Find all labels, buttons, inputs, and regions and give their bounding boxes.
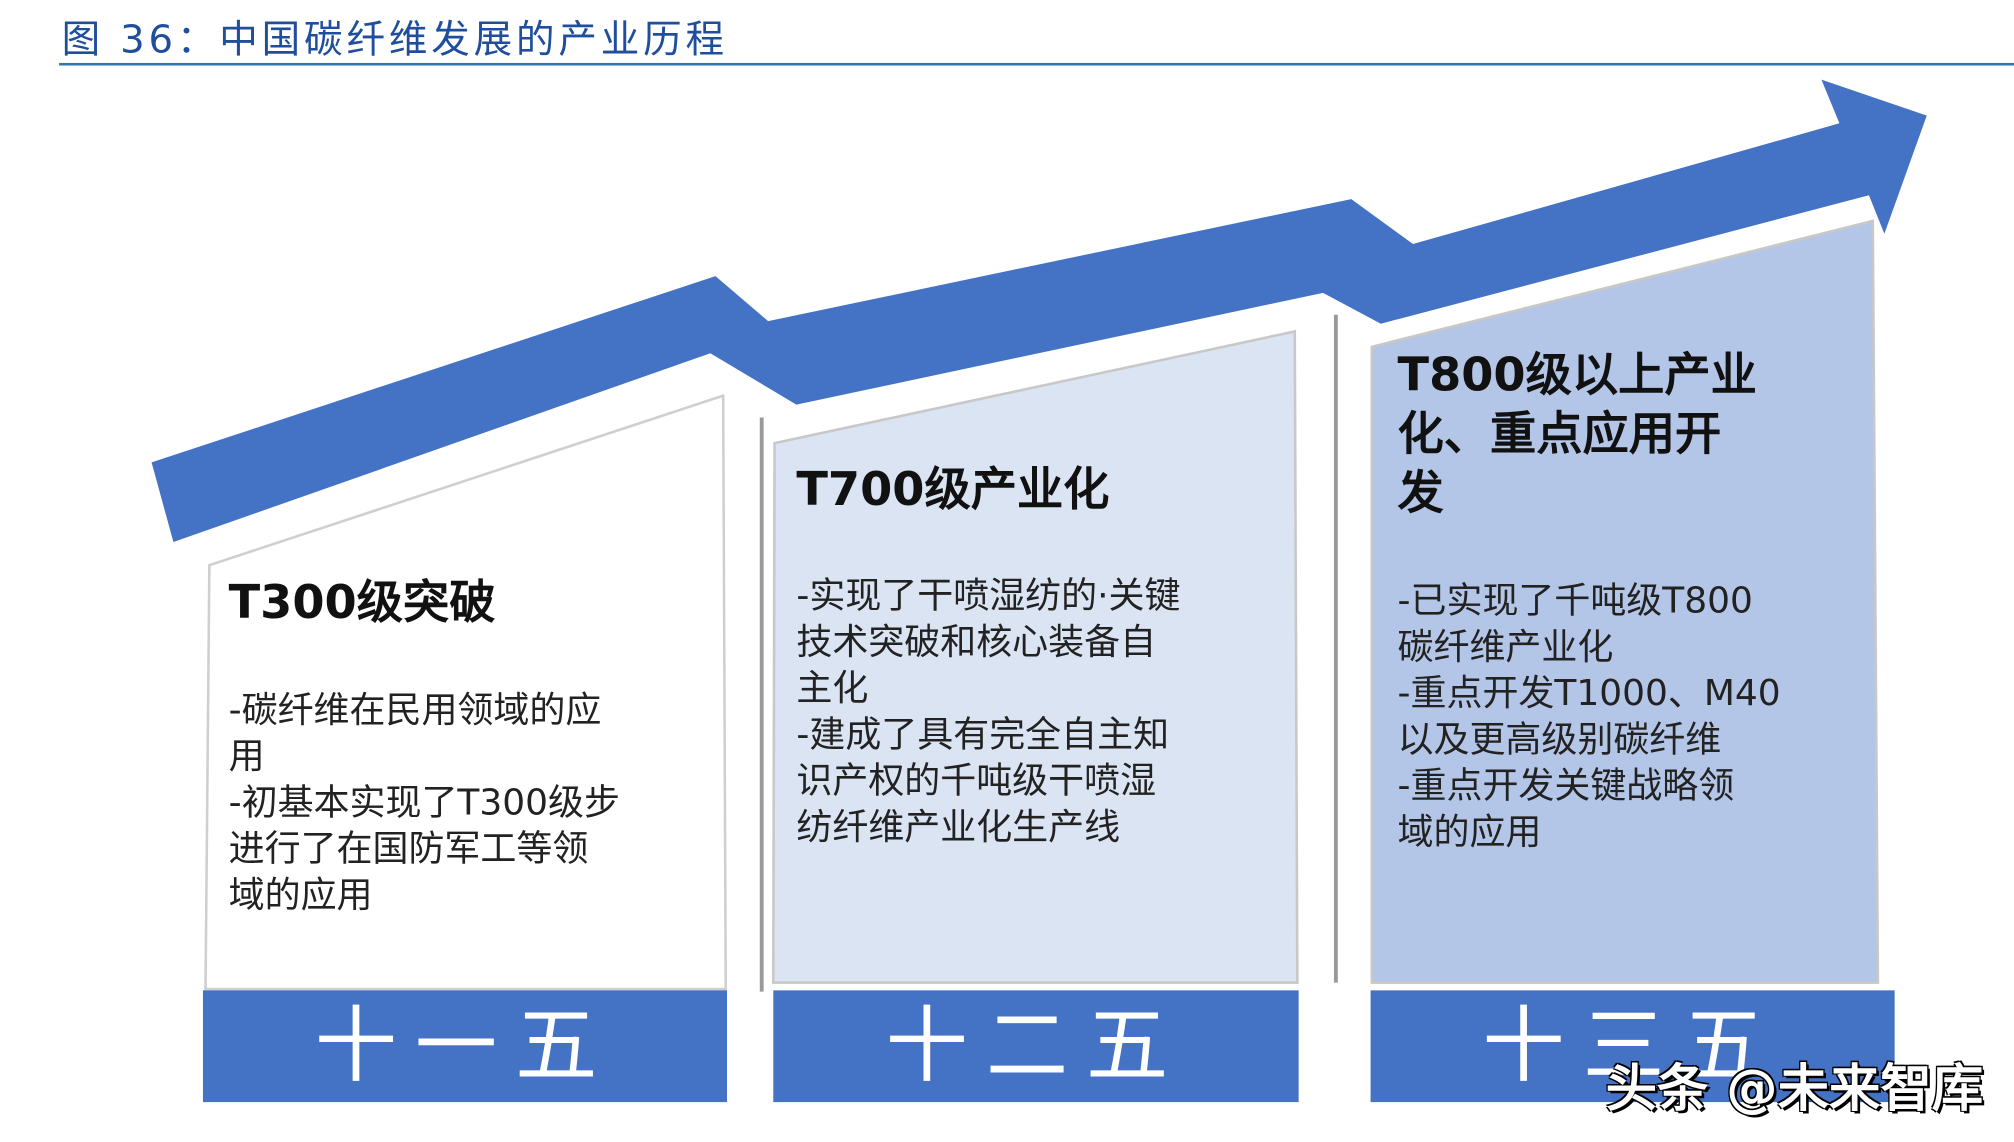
- stage-box-3: [1370, 219, 1880, 984]
- period-bar-1: [202, 990, 728, 1103]
- stage-2-body: -实现了干喷湿纺的·关键技术突破和核心装备自主化-建成了具有完全自主知识产权的千…: [796, 574, 1181, 848]
- stage-2-heading: T700级产业化: [796, 463, 1110, 517]
- period-bar-2: [773, 990, 1299, 1103]
- period-label-1: 十一五: [314, 999, 616, 1095]
- title-divider: [59, 62, 2014, 66]
- stage-1-body: -碳纤维在民用领域的应用-初基本实现了T300级步进行了在国防军工等领域的应用: [228, 688, 620, 916]
- period-label-2: 十二五: [885, 999, 1187, 1095]
- period-bar-3: [1370, 990, 1895, 1103]
- period-label-3: 十三五: [1482, 999, 1783, 1095]
- stage-box-1: [204, 393, 728, 991]
- stage-box-2: [771, 329, 1299, 984]
- stage-1-heading: T300级突破: [228, 576, 496, 630]
- figure-title: 图 36：中国碳纤维发展的产业历程: [61, 17, 728, 63]
- watermark: 头条 @未来智库: [1605, 1059, 1984, 1119]
- stage-3-heading: T800级以上产业化、重点应用开发: [1397, 349, 1757, 521]
- growth-arrow: [151, 79, 1927, 543]
